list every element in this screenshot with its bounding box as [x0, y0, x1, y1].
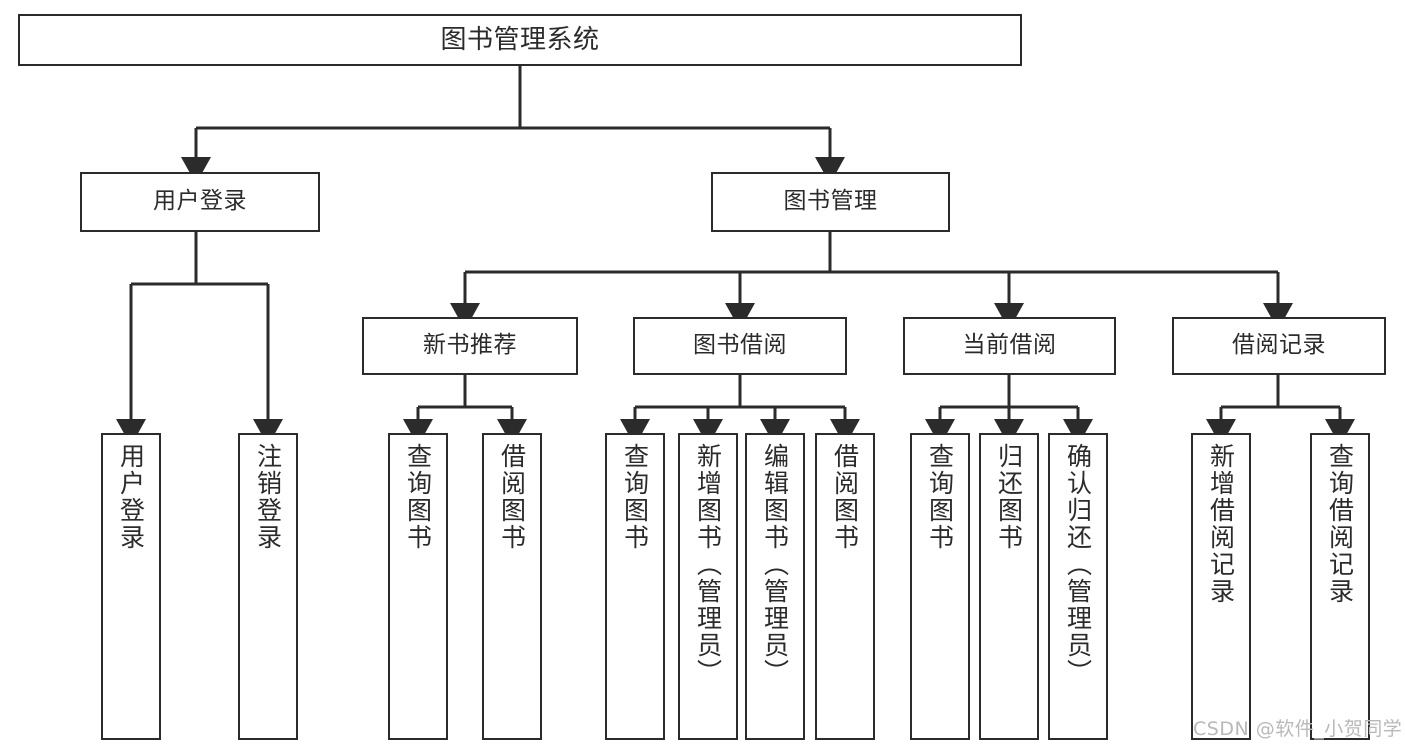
node-leaf-borrow-book-2[interactable]: 借阅图书: [815, 433, 875, 740]
node-leaf-borrow-book-1[interactable]: 借阅图书: [482, 433, 542, 740]
node-borrow-record-label: 借阅记录: [1232, 332, 1326, 359]
node-leaf-query-record-label: 查询借阅记录: [1325, 443, 1355, 605]
node-leaf-query-record[interactable]: 查询借阅记录: [1310, 433, 1370, 740]
node-leaf-add-record-label: 新增借阅记录: [1206, 443, 1236, 605]
node-new-book-recommend[interactable]: 新书推荐: [362, 317, 578, 375]
node-user-login-label: 用户登录: [153, 188, 247, 215]
node-leaf-query-book-2-label: 查询图书: [620, 443, 650, 551]
node-leaf-return-book[interactable]: 归还图书: [979, 433, 1039, 740]
node-leaf-user-login-label: 用户登录: [116, 443, 146, 551]
node-current-borrow[interactable]: 当前借阅: [903, 317, 1116, 375]
csdn-watermark: CSDN @软件_小贺同学: [1193, 718, 1403, 740]
node-leaf-query-book-2[interactable]: 查询图书: [605, 433, 665, 740]
node-book-borrow[interactable]: 图书借阅: [633, 317, 847, 375]
node-book-borrow-label: 图书借阅: [693, 332, 787, 359]
node-leaf-borrow-book-1-label: 借阅图书: [497, 443, 527, 551]
node-leaf-add-book[interactable]: 新增图书（管理员）: [678, 433, 738, 740]
node-leaf-confirm-return[interactable]: 确认归还（管理员）: [1048, 433, 1108, 740]
node-leaf-query-book-1[interactable]: 查询图书: [388, 433, 448, 740]
node-leaf-query-book-1-label: 查询图书: [403, 443, 433, 551]
node-leaf-edit-book-label: 编辑图书（管理员）: [760, 443, 790, 686]
node-leaf-add-book-label: 新增图书（管理员）: [693, 443, 723, 686]
node-book-manage-label: 图书管理: [783, 188, 878, 215]
node-borrow-record[interactable]: 借阅记录: [1172, 317, 1386, 375]
node-root-system[interactable]: 图书管理系统: [18, 14, 1022, 66]
node-leaf-logout-login[interactable]: 注销登录: [238, 433, 298, 740]
node-leaf-borrow-book-2-label: 借阅图书: [830, 443, 860, 551]
node-leaf-user-login[interactable]: 用户登录: [101, 433, 161, 740]
node-book-manage[interactable]: 图书管理: [711, 172, 950, 232]
node-leaf-add-record[interactable]: 新增借阅记录: [1191, 433, 1251, 740]
node-root-system-label: 图书管理系统: [440, 24, 600, 55]
node-user-login[interactable]: 用户登录: [80, 172, 320, 232]
node-leaf-query-book-3[interactable]: 查询图书: [910, 433, 970, 740]
node-leaf-confirm-return-label: 确认归还（管理员）: [1063, 443, 1093, 686]
node-new-book-recommend-label: 新书推荐: [423, 332, 517, 359]
node-leaf-logout-login-label: 注销登录: [253, 443, 283, 551]
node-leaf-query-book-3-label: 查询图书: [925, 443, 955, 551]
node-leaf-edit-book[interactable]: 编辑图书（管理员）: [745, 433, 805, 740]
node-leaf-return-book-label: 归还图书: [994, 443, 1024, 551]
node-current-borrow-label: 当前借阅: [962, 332, 1057, 359]
